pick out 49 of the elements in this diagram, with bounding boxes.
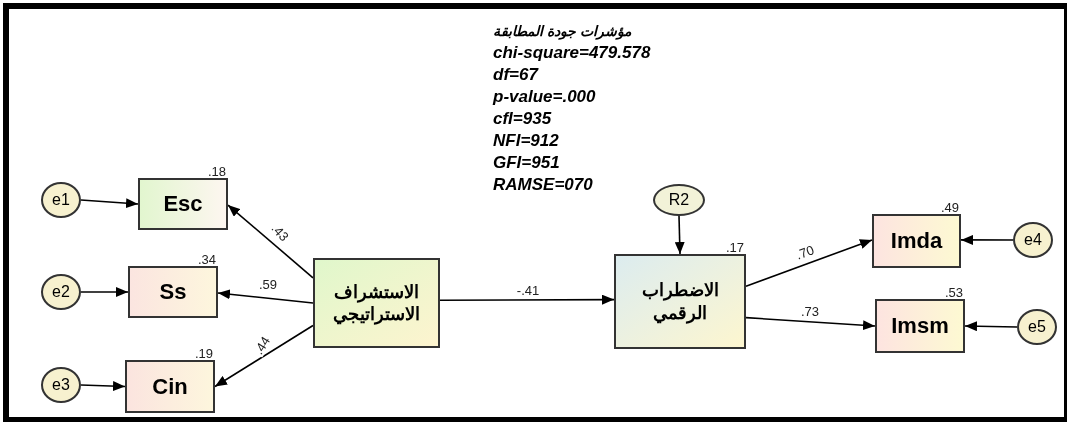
error-term-circle xyxy=(41,367,81,403)
arrow xyxy=(960,234,1014,245)
arrow xyxy=(227,204,314,279)
arrow xyxy=(80,198,139,209)
fit-index-value: NFI=912 xyxy=(493,130,559,152)
arrow xyxy=(80,287,129,297)
fit-index-value: df=67 xyxy=(493,64,538,86)
arrow xyxy=(217,289,314,304)
fit-index-value: p-value=.000 xyxy=(493,86,596,108)
error-term-circle xyxy=(1017,309,1057,345)
node-label: e2 xyxy=(52,282,70,302)
edge-label: -.41 xyxy=(515,283,541,297)
edge-label: .59 xyxy=(257,277,279,291)
coefficient-label: .49 xyxy=(940,201,959,214)
node-label: Imsm xyxy=(891,312,949,340)
error-term-circle xyxy=(41,274,81,310)
edge-label: .73 xyxy=(799,304,821,318)
arrow xyxy=(745,316,876,331)
error-term-circle xyxy=(1013,222,1053,258)
error-term-circle xyxy=(653,184,705,216)
arrow xyxy=(214,324,314,388)
error-term-circle xyxy=(41,182,81,218)
fit-index-value: chi-square=479.578 xyxy=(493,42,651,64)
node-label: Ss xyxy=(159,278,187,306)
coefficient-label: .19 xyxy=(194,347,213,360)
fit-indices-heading: مؤشرات جودة المطابقة xyxy=(493,22,631,42)
node-label: الاضطراب الرقمي xyxy=(640,279,720,324)
node-label: e1 xyxy=(52,190,70,210)
node-label: Esc xyxy=(163,190,203,218)
coefficient-label: .34 xyxy=(197,253,216,266)
coefficient-label: .53 xyxy=(944,286,963,299)
node-label: R2 xyxy=(668,190,690,210)
fit-index-value: RAMSE=070 xyxy=(493,174,593,196)
node-label: الاستشراف الاستراتيجي xyxy=(332,280,421,326)
arrow xyxy=(964,321,1018,332)
fit-index-value: cfI=935 xyxy=(493,108,552,130)
arrow xyxy=(80,381,126,392)
node-label: Cin xyxy=(152,372,188,401)
arrow xyxy=(745,239,873,288)
node-label: e3 xyxy=(52,375,70,395)
arrow xyxy=(674,215,685,255)
variable-box xyxy=(313,258,440,348)
node-label: Imda xyxy=(890,227,943,255)
node-label: e4 xyxy=(1024,230,1042,250)
arrow xyxy=(439,294,615,305)
fit-index-value: GFI=951 xyxy=(493,152,560,174)
coefficient-label: .18 xyxy=(207,165,226,178)
coefficient-label: .17 xyxy=(725,241,744,254)
node-label: e5 xyxy=(1028,317,1046,337)
